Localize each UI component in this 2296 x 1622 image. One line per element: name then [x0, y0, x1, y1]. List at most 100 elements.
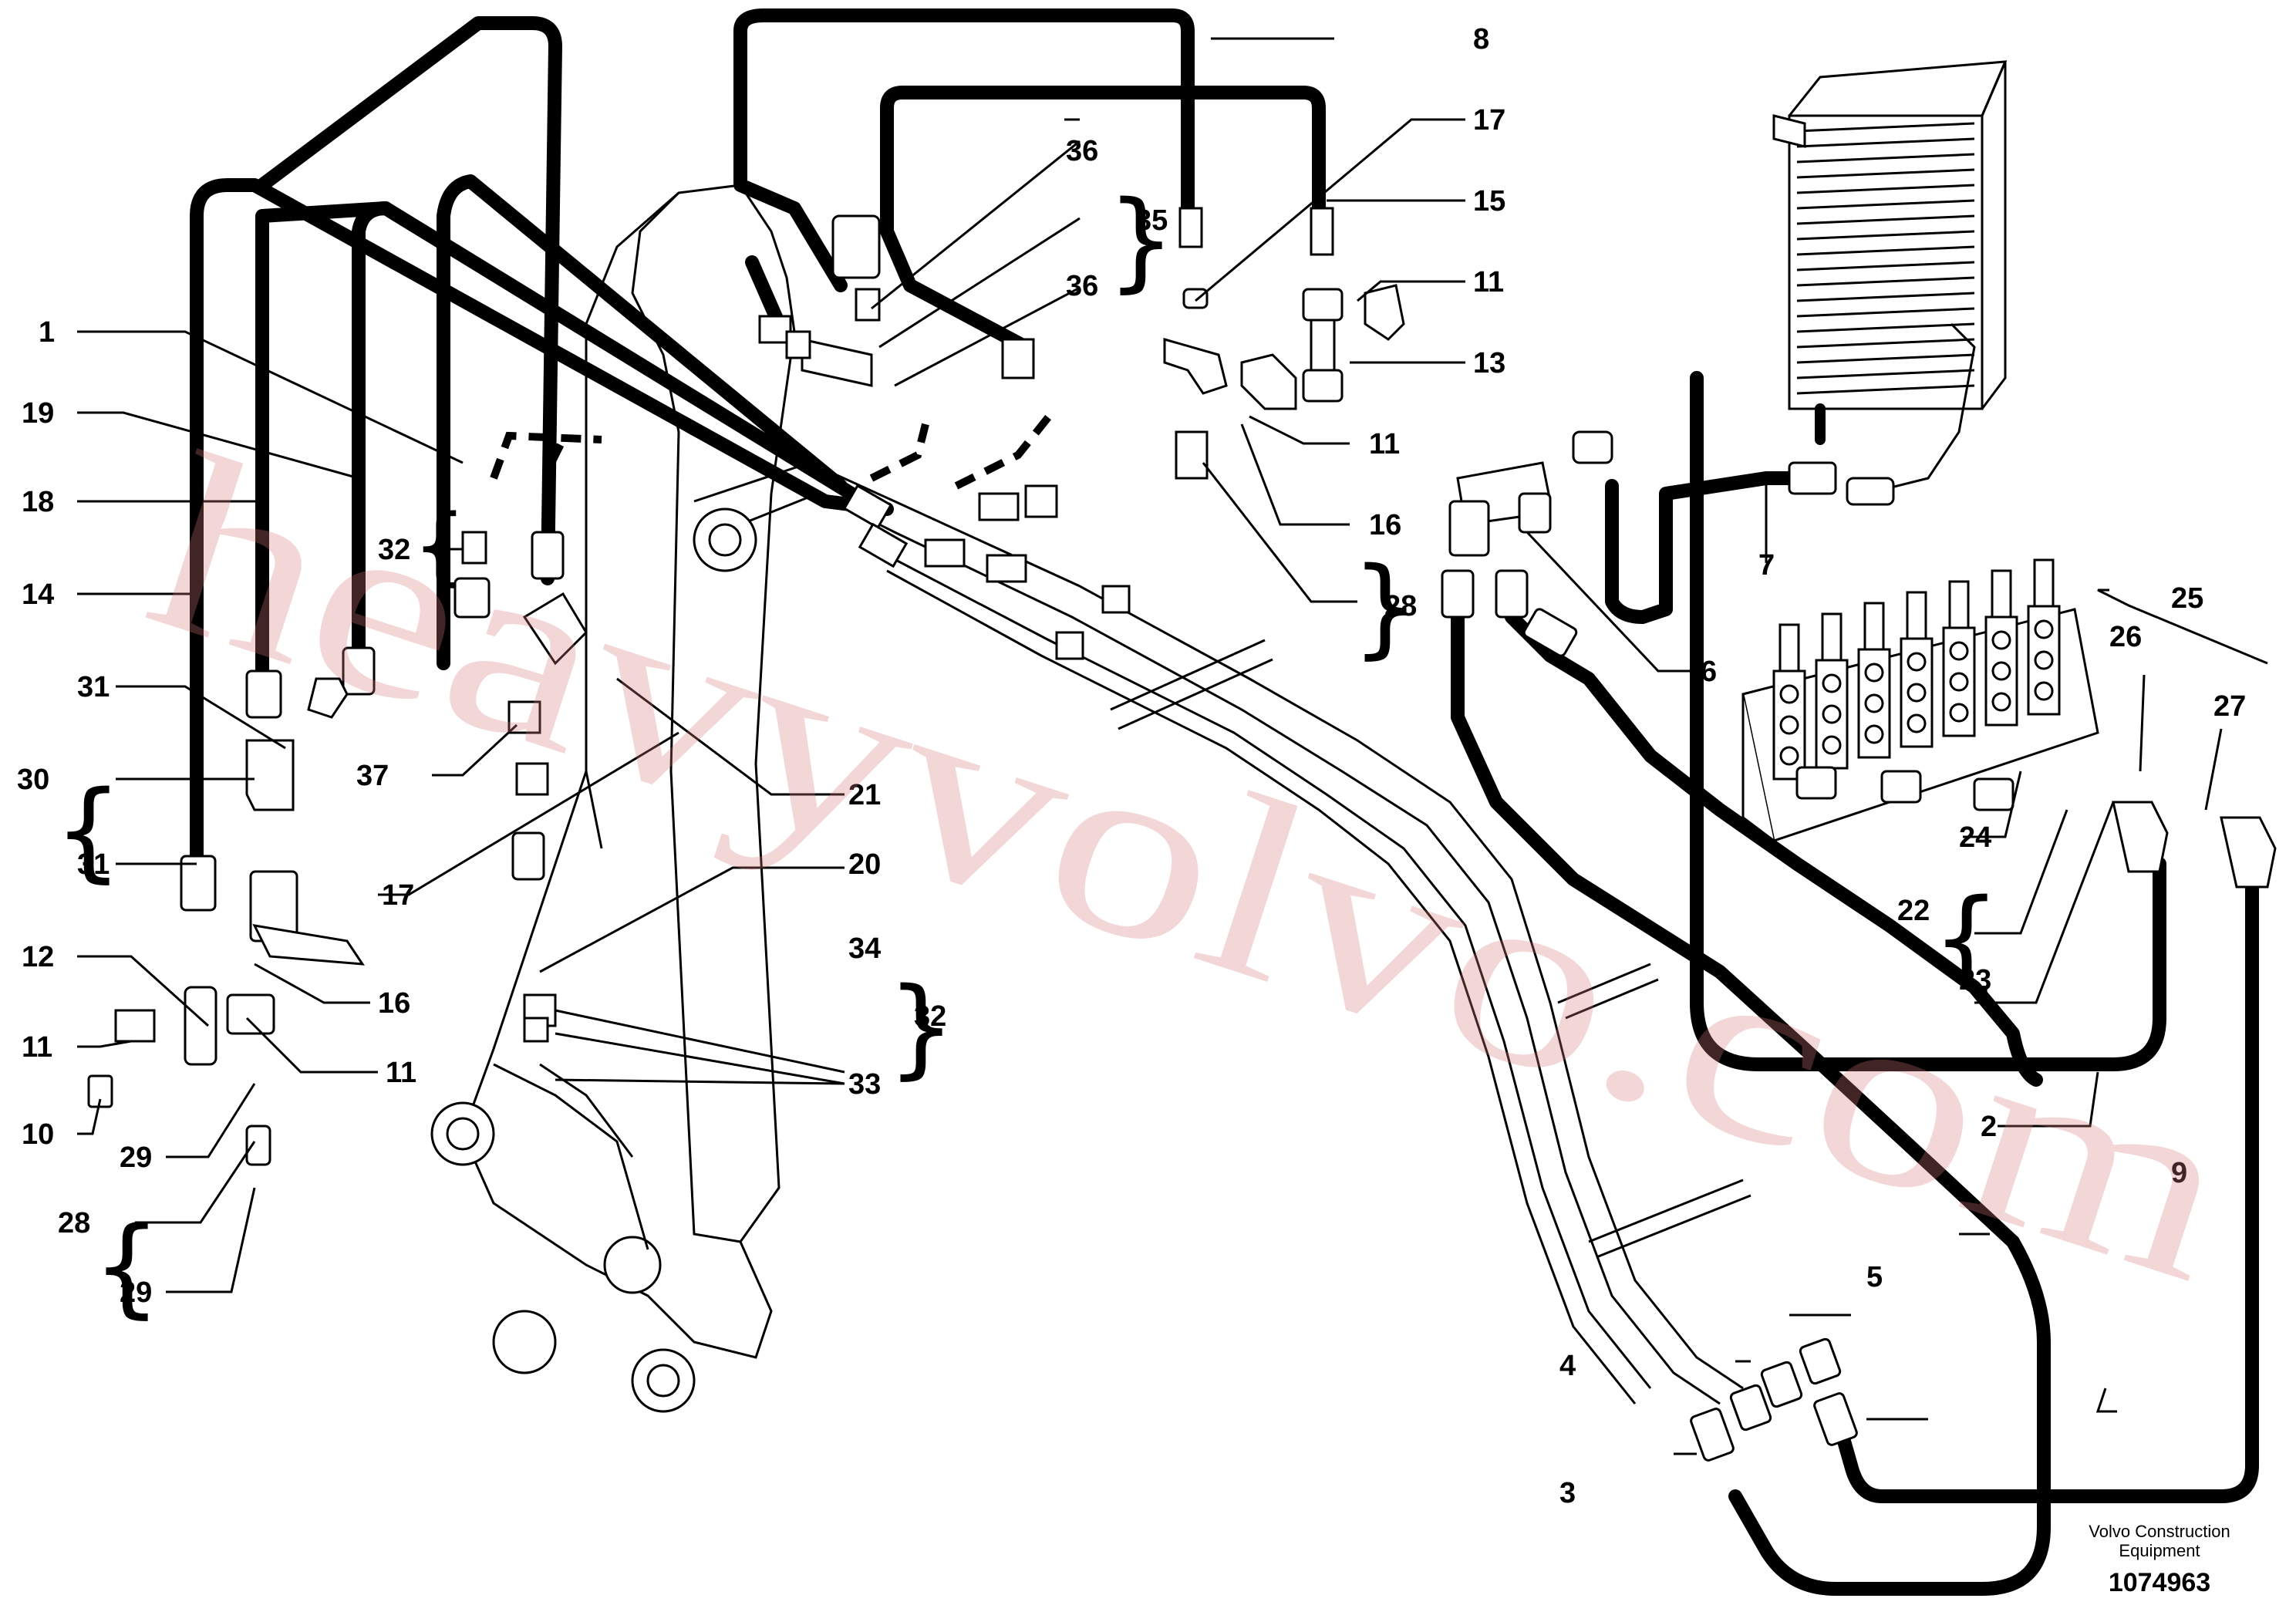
valve-port	[1907, 713, 1927, 733]
callout-24: 24	[1959, 821, 1991, 854]
callout-19: 19	[22, 397, 54, 430]
callout-22: 22	[1897, 895, 1930, 927]
brace-32-bottom: }	[887, 965, 956, 1091]
cooler-fin	[1796, 214, 1975, 225]
callout-31-bottom: 31	[77, 848, 110, 881]
callout-21: 21	[848, 779, 881, 811]
valve-port	[1779, 715, 1799, 735]
valve-port	[1864, 724, 1884, 744]
valve-port	[1779, 746, 1799, 766]
valve-port	[1779, 684, 1799, 704]
callout-17-top: 17	[1473, 104, 1505, 137]
callout-30: 30	[17, 764, 49, 796]
valve-spool-cap	[1821, 612, 1843, 662]
valve-port	[2034, 681, 2054, 701]
callout-14: 14	[22, 578, 54, 611]
fittings	[87, 207, 2277, 1462]
valve-port	[1822, 704, 1842, 724]
callout-25: 25	[2171, 582, 2203, 615]
oil-cooler	[1772, 60, 2008, 506]
callout-35: 35	[1135, 204, 1168, 237]
valve-port	[2034, 650, 2054, 670]
callout-9: 9	[2171, 1157, 2187, 1189]
callout-13: 13	[1473, 347, 1505, 379]
callout-18: 18	[22, 486, 54, 518]
callout-11-a: 11	[1473, 266, 1504, 298]
footer: Volvo Construction Equipment 1074963	[2089, 1522, 2230, 1597]
callout-5: 5	[1866, 1261, 1883, 1293]
cooler-fin	[1796, 369, 1975, 379]
callout-10: 10	[22, 1118, 54, 1151]
callout-11-d: 11	[386, 1057, 416, 1089]
callout-36-bottom: 36	[1066, 270, 1098, 302]
callout-33: 33	[848, 1068, 881, 1101]
cooler-fin	[1796, 384, 1975, 395]
cooler-fin	[1796, 261, 1975, 271]
callout-34: 34	[848, 932, 881, 965]
valve-port	[1949, 703, 1969, 723]
brace-32-top: {	[413, 496, 467, 595]
callout-32-top: 32	[378, 534, 410, 566]
valve-port	[1949, 672, 1969, 692]
callout-37: 37	[356, 760, 389, 792]
valve-port	[1822, 673, 1842, 693]
valve-port	[1822, 735, 1842, 755]
leader-lines	[77, 37, 2268, 1455]
cooler-fin	[1796, 245, 1975, 256]
callout-7: 7	[1758, 549, 1775, 582]
cooler-fin	[1796, 292, 1975, 302]
brace-28-bottom: {	[93, 1204, 161, 1330]
callout-11-b: 11	[1369, 428, 1400, 460]
callout-29-top: 29	[120, 1141, 152, 1174]
callout-15: 15	[1473, 185, 1505, 218]
callout-12: 12	[22, 941, 54, 973]
callout-28-top: 28	[1384, 590, 1417, 622]
valve-port	[1864, 693, 1884, 713]
valve-spool-cap	[1863, 602, 1885, 651]
callout-20: 20	[848, 848, 881, 881]
valve-port	[1949, 641, 1969, 661]
cooler-fin	[1796, 307, 1975, 318]
callout-4: 4	[1559, 1350, 1576, 1382]
callout-3: 3	[1559, 1477, 1576, 1509]
callout-23: 23	[1959, 964, 1991, 996]
callout-28-bottom: 28	[58, 1207, 90, 1239]
brand-line-2: Equipment	[2119, 1541, 2200, 1560]
callout-16-top: 16	[1369, 509, 1401, 541]
callout-17-bottom: 17	[382, 879, 414, 912]
brace-28-top: }	[1351, 545, 1420, 670]
cooler-fin	[1796, 199, 1975, 210]
callouts: 1 19 18 14 31 30 31 { 32 { 37 8 17 15 11…	[17, 23, 2246, 1509]
callout-36-top: 36	[1066, 135, 1098, 167]
valve-port	[1991, 692, 2011, 712]
valve-spool-cap	[2033, 558, 2055, 608]
valve-port	[1864, 663, 1884, 683]
cooler-fin	[1796, 153, 1975, 164]
callout-1: 1	[39, 316, 55, 349]
valve-spool-cap	[1948, 580, 1970, 629]
cooler-fin	[1796, 184, 1975, 194]
callout-8: 8	[1473, 23, 1489, 56]
callout-27: 27	[2213, 690, 2246, 723]
cooler-fin	[1796, 338, 1975, 349]
document-number: 1074963	[2109, 1568, 2210, 1597]
hoses	[190, 8, 2259, 1596]
hidden-hoses	[490, 413, 1052, 490]
valve-port	[1991, 661, 2011, 681]
watermark: heavyvolvo.com	[122, 400, 2263, 1336]
cooler-fin	[1796, 230, 1975, 241]
cooler-fin	[1796, 353, 1975, 364]
callout-11-c: 11	[22, 1031, 52, 1064]
cooler-fin	[1796, 276, 1975, 287]
callout-16-bottom: 16	[378, 987, 410, 1020]
callout-6: 6	[1701, 656, 1717, 688]
cooler-fin	[1796, 122, 1975, 133]
callout-31-top: 31	[77, 671, 110, 703]
callout-2: 2	[1981, 1111, 1997, 1143]
callout-26: 26	[2109, 621, 2142, 653]
valve-port	[2034, 619, 2054, 639]
brace-30: {	[54, 768, 123, 894]
valve-port	[1991, 630, 2011, 650]
valve-spool-cap	[1991, 569, 2012, 619]
